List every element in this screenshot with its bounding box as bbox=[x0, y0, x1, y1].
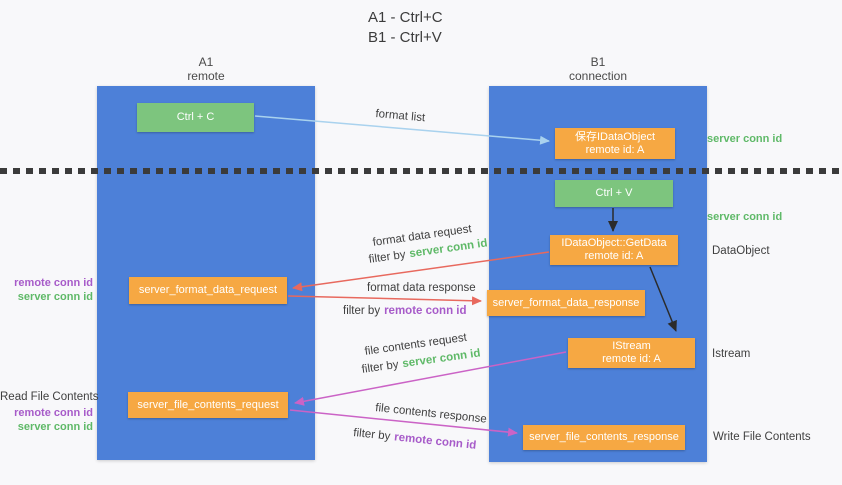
column-a1-name: A1 bbox=[198, 55, 214, 69]
format-list-arrow bbox=[254, 115, 550, 145]
annotation-server-conn-id-1: server conn id bbox=[17, 291, 93, 303]
diagram-title: A1 - Ctrl+C B1 - Ctrl+V bbox=[368, 8, 443, 48]
annotation-remote-conn-id-2: remote conn id bbox=[14, 407, 93, 419]
annotation-read-file-contents: Read File Contents bbox=[0, 391, 99, 403]
label-format-data-response: format data response bbox=[367, 282, 476, 294]
copy-paste-separator-line bbox=[0, 168, 842, 174]
node-save-idataobject-line2: remote id: A bbox=[585, 143, 645, 156]
column-header-a1: A1 remote bbox=[97, 55, 315, 83]
filter-by-prefix-2: filter by bbox=[343, 305, 381, 317]
annotation-server-conn-id-mid: server conn id bbox=[707, 211, 783, 223]
node-save-idataobject: 保存IDataObject remote id: A bbox=[555, 128, 675, 159]
node-server-file-contents-response: server_file_contents_response bbox=[523, 425, 685, 450]
annotation-server-conn-id-top: server conn id bbox=[707, 133, 783, 145]
annotation-server-conn-id-2: server conn id bbox=[17, 421, 93, 433]
column-b1-subtitle: connection bbox=[568, 69, 628, 83]
node-istream: IStream remote id: A bbox=[568, 338, 695, 368]
annotation-istream: Istream bbox=[712, 348, 751, 360]
file-contents-request-arrow bbox=[294, 351, 567, 406]
filter-key-remote-conn-id-1: remote conn id bbox=[384, 305, 467, 317]
format-data-response-arrow bbox=[287, 295, 482, 306]
node-idataobject-getdata-line1: IDataObject::GetData bbox=[561, 237, 667, 249]
node-ctrl-c-label: Ctrl + C bbox=[176, 111, 215, 123]
column-header-b1: B1 connection bbox=[489, 55, 707, 83]
file-contents-response-arrow bbox=[289, 409, 518, 437]
annotation-write-file-contents: Write File Contents bbox=[713, 431, 811, 443]
node-server-format-data-response: server_format_data_response bbox=[487, 290, 645, 316]
node-idataobject-getdata-line2: remote id: A bbox=[584, 250, 644, 262]
getdata-to-istream-arrow bbox=[649, 266, 677, 332]
node-ctrl-v: Ctrl + V bbox=[555, 180, 673, 207]
node-ctrl-v-label: Ctrl + V bbox=[595, 187, 633, 199]
node-save-idataobject-line1: 保存IDataObject bbox=[574, 130, 656, 143]
node-istream-line2: remote id: A bbox=[602, 353, 661, 365]
node-server-format-data-request: server_format_data_request bbox=[129, 277, 287, 304]
node-idataobject-getdata: IDataObject::GetData remote id: A bbox=[550, 235, 678, 265]
annotation-dataobject: DataObject bbox=[712, 245, 770, 257]
node-server-file-contents-response-label: server_file_contents_response bbox=[529, 431, 679, 443]
title-line-2: B1 - Ctrl+V bbox=[368, 29, 442, 46]
node-server-format-data-request-label: server_format_data_request bbox=[138, 284, 278, 296]
format-data-request-arrow bbox=[292, 251, 550, 292]
node-server-file-contents-request: server_file_contents_request bbox=[128, 392, 288, 418]
column-b1-name: B1 bbox=[590, 55, 606, 69]
title-line-1: A1 - Ctrl+C bbox=[368, 9, 443, 26]
node-ctrl-c: Ctrl + C bbox=[137, 103, 254, 132]
node-istream-line1: IStream bbox=[612, 340, 651, 352]
annotation-remote-conn-id-1: remote conn id bbox=[14, 277, 93, 289]
node-server-format-data-response-label: server_format_data_response bbox=[492, 296, 640, 309]
column-a1-subtitle: remote bbox=[187, 69, 225, 83]
node-server-file-contents-request-label: server_file_contents_request bbox=[137, 398, 279, 411]
